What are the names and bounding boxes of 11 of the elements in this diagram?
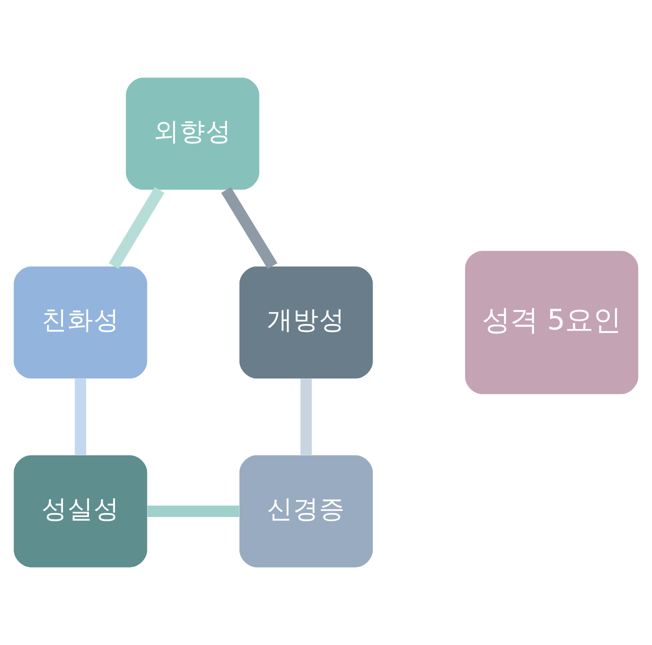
node-box: 신경증 — [239, 455, 373, 568]
node-box: 성격 5요인 — [465, 250, 638, 394]
connector — [108, 187, 164, 269]
connector — [300, 378, 312, 455]
node-box: 친화성 — [14, 266, 148, 379]
connector — [221, 186, 278, 269]
node-box: 성실성 — [14, 455, 148, 568]
connector — [74, 378, 86, 455]
node-box: 개방성 — [239, 266, 373, 379]
connector — [147, 506, 240, 517]
node-box: 외향성 — [126, 78, 260, 190]
